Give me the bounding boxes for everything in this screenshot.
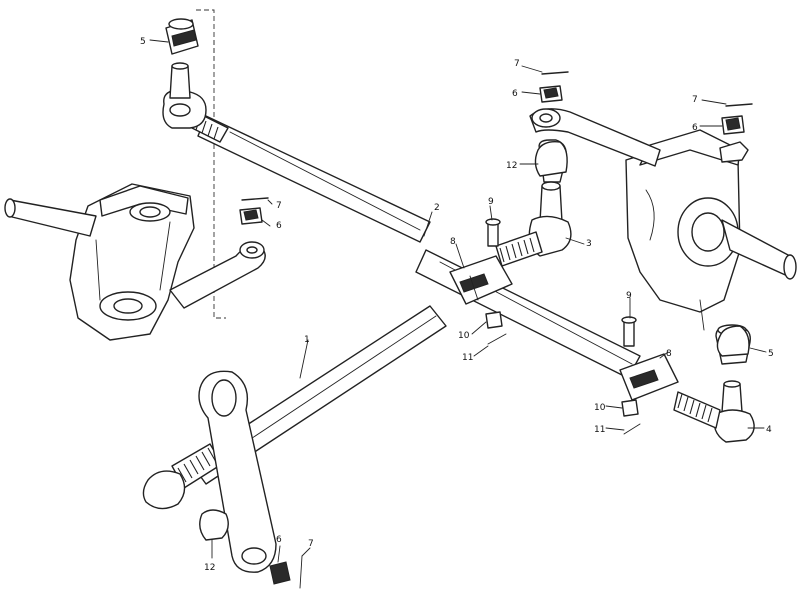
leader-lines [149,39,767,563]
upper-left-ball-joint [162,18,207,129]
drag-link [142,305,447,510]
small-hardware [199,71,753,589]
callout-6-left: 6 [276,221,282,231]
callout-10-middle: 10 [458,331,470,341]
right-steering-arm [529,108,661,167]
callout-7-upper-right-a: 7 [514,59,520,69]
callout-2: 2 [434,203,440,213]
callout-12-upper: 12 [506,161,517,171]
callout-7-upper-right-b: 7 [692,95,698,105]
callout-11-middle: 11 [462,353,473,363]
callout-11-right: 11 [594,425,605,435]
right-steering-knuckle [625,129,797,331]
callout-10-right: 10 [594,403,606,413]
callout-6-upper-right-b: 6 [692,123,698,133]
callout-8-middle: 8 [450,237,456,247]
callout-3: 3 [586,239,592,249]
callout-12-lower: 12 [204,563,215,573]
left-steering-arm [169,241,266,309]
callout-9-right: 9 [626,291,632,301]
callout-8-right: 8 [666,349,672,359]
callout-7-lower: 7 [308,539,314,549]
tie-rod-clamp-middle [449,255,513,305]
callout-4: 4 [766,425,772,435]
tie-rod-clamp-right [619,353,679,401]
callout-7-left: 7 [276,201,282,211]
callout-6-lower: 6 [276,535,282,545]
callout-6-upper-right-a: 6 [512,89,518,99]
left-steering-knuckle [4,183,195,341]
callout-labels: 5 7 6 7 6 12 7 6 2 9 8 3 9 10 11 1 8 5 1… [140,37,774,573]
left-axis-dashed-line [196,9,226,319]
pitman-arm [198,370,277,573]
callout-5-lower-right: 5 [768,349,774,359]
callout-5-upper-left: 5 [140,37,146,47]
callout-9-middle: 9 [488,197,494,207]
callout-1: 1 [304,335,310,345]
